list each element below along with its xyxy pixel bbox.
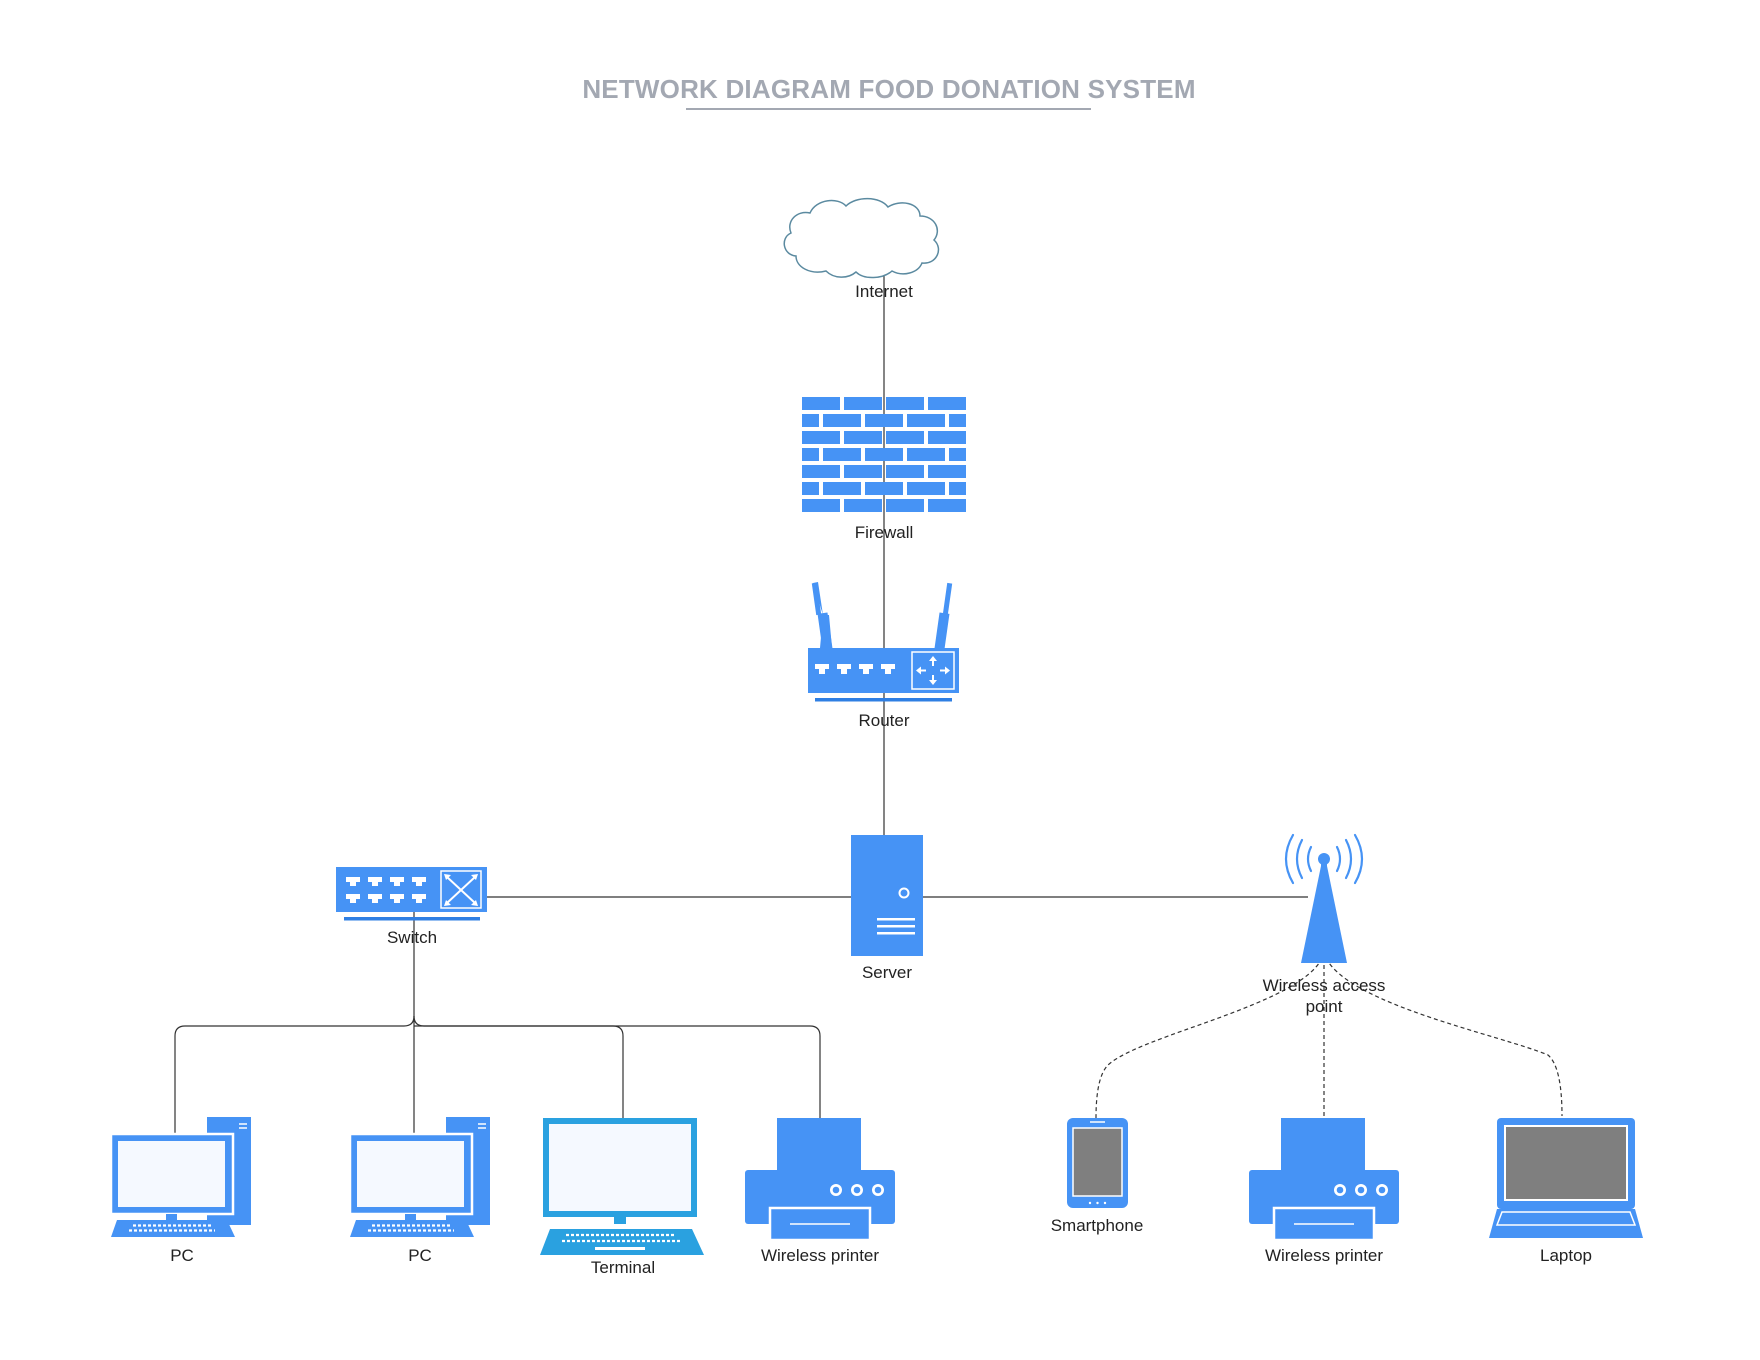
smartphone-node[interactable]: Smartphone xyxy=(1051,1118,1144,1235)
wap-node[interactable]: Wireless access point xyxy=(1263,833,1386,1016)
link-switch-pc-1 xyxy=(174,1015,415,1135)
link-switch-printer xyxy=(414,1025,821,1118)
printer-node-1[interactable]: Wireless printer xyxy=(743,1116,897,1265)
printer-2-label: Wireless printer xyxy=(1265,1246,1383,1265)
firewall-label: Firewall xyxy=(855,523,914,542)
laptop-icon xyxy=(1489,1118,1643,1238)
pc-1-label: PC xyxy=(170,1246,194,1265)
smartphone-icon xyxy=(1067,1118,1128,1208)
wap-label-line2: point xyxy=(1306,997,1343,1016)
server-label: Server xyxy=(862,963,912,982)
switch-node[interactable]: Switch xyxy=(336,867,487,947)
laptop-node[interactable]: Laptop xyxy=(1489,1118,1643,1265)
firewall-icon xyxy=(802,397,966,512)
diagram-title: NETWORK DIAGRAM FOOD DONATION SYSTEM xyxy=(582,74,1195,104)
wap-label-line1: Wireless access xyxy=(1263,976,1386,995)
link-switch-terminal xyxy=(413,1015,624,1118)
server-node[interactable]: Server xyxy=(851,835,923,982)
pc-node-1[interactable]: PC xyxy=(109,1115,253,1265)
cloud-icon xyxy=(783,197,940,279)
terminal-node[interactable]: Terminal xyxy=(540,1118,704,1277)
link-wap-smartphone xyxy=(1095,957,1323,1119)
pc-node-2[interactable]: PC xyxy=(348,1115,492,1265)
router-node[interactable]: Router xyxy=(808,582,959,730)
laptop-label: Laptop xyxy=(1540,1246,1592,1265)
terminal-label: Terminal xyxy=(591,1258,655,1277)
internet-node[interactable]: Internet xyxy=(783,197,940,301)
wireless-links xyxy=(1095,957,1563,1119)
printer-1-label: Wireless printer xyxy=(761,1246,879,1265)
switch-label: Switch xyxy=(387,928,437,947)
server-icon xyxy=(851,835,923,956)
pc-icon xyxy=(348,1115,492,1239)
printer-icon xyxy=(743,1116,897,1242)
smartphone-label: Smartphone xyxy=(1051,1216,1144,1235)
switch-icon xyxy=(336,867,487,921)
pc-2-label: PC xyxy=(408,1246,432,1265)
printer-icon xyxy=(1247,1116,1401,1242)
link-wap-laptop xyxy=(1325,957,1563,1117)
pc-icon xyxy=(109,1115,253,1239)
router-icon xyxy=(808,582,959,702)
internet-label: Internet xyxy=(855,282,913,301)
router-label: Router xyxy=(858,711,909,730)
firewall-node[interactable]: Firewall xyxy=(802,397,966,542)
wireless-access-point-icon xyxy=(1284,833,1364,963)
printer-node-2[interactable]: Wireless printer xyxy=(1247,1116,1401,1265)
connections xyxy=(174,272,1308,1135)
terminal-icon xyxy=(540,1118,704,1255)
